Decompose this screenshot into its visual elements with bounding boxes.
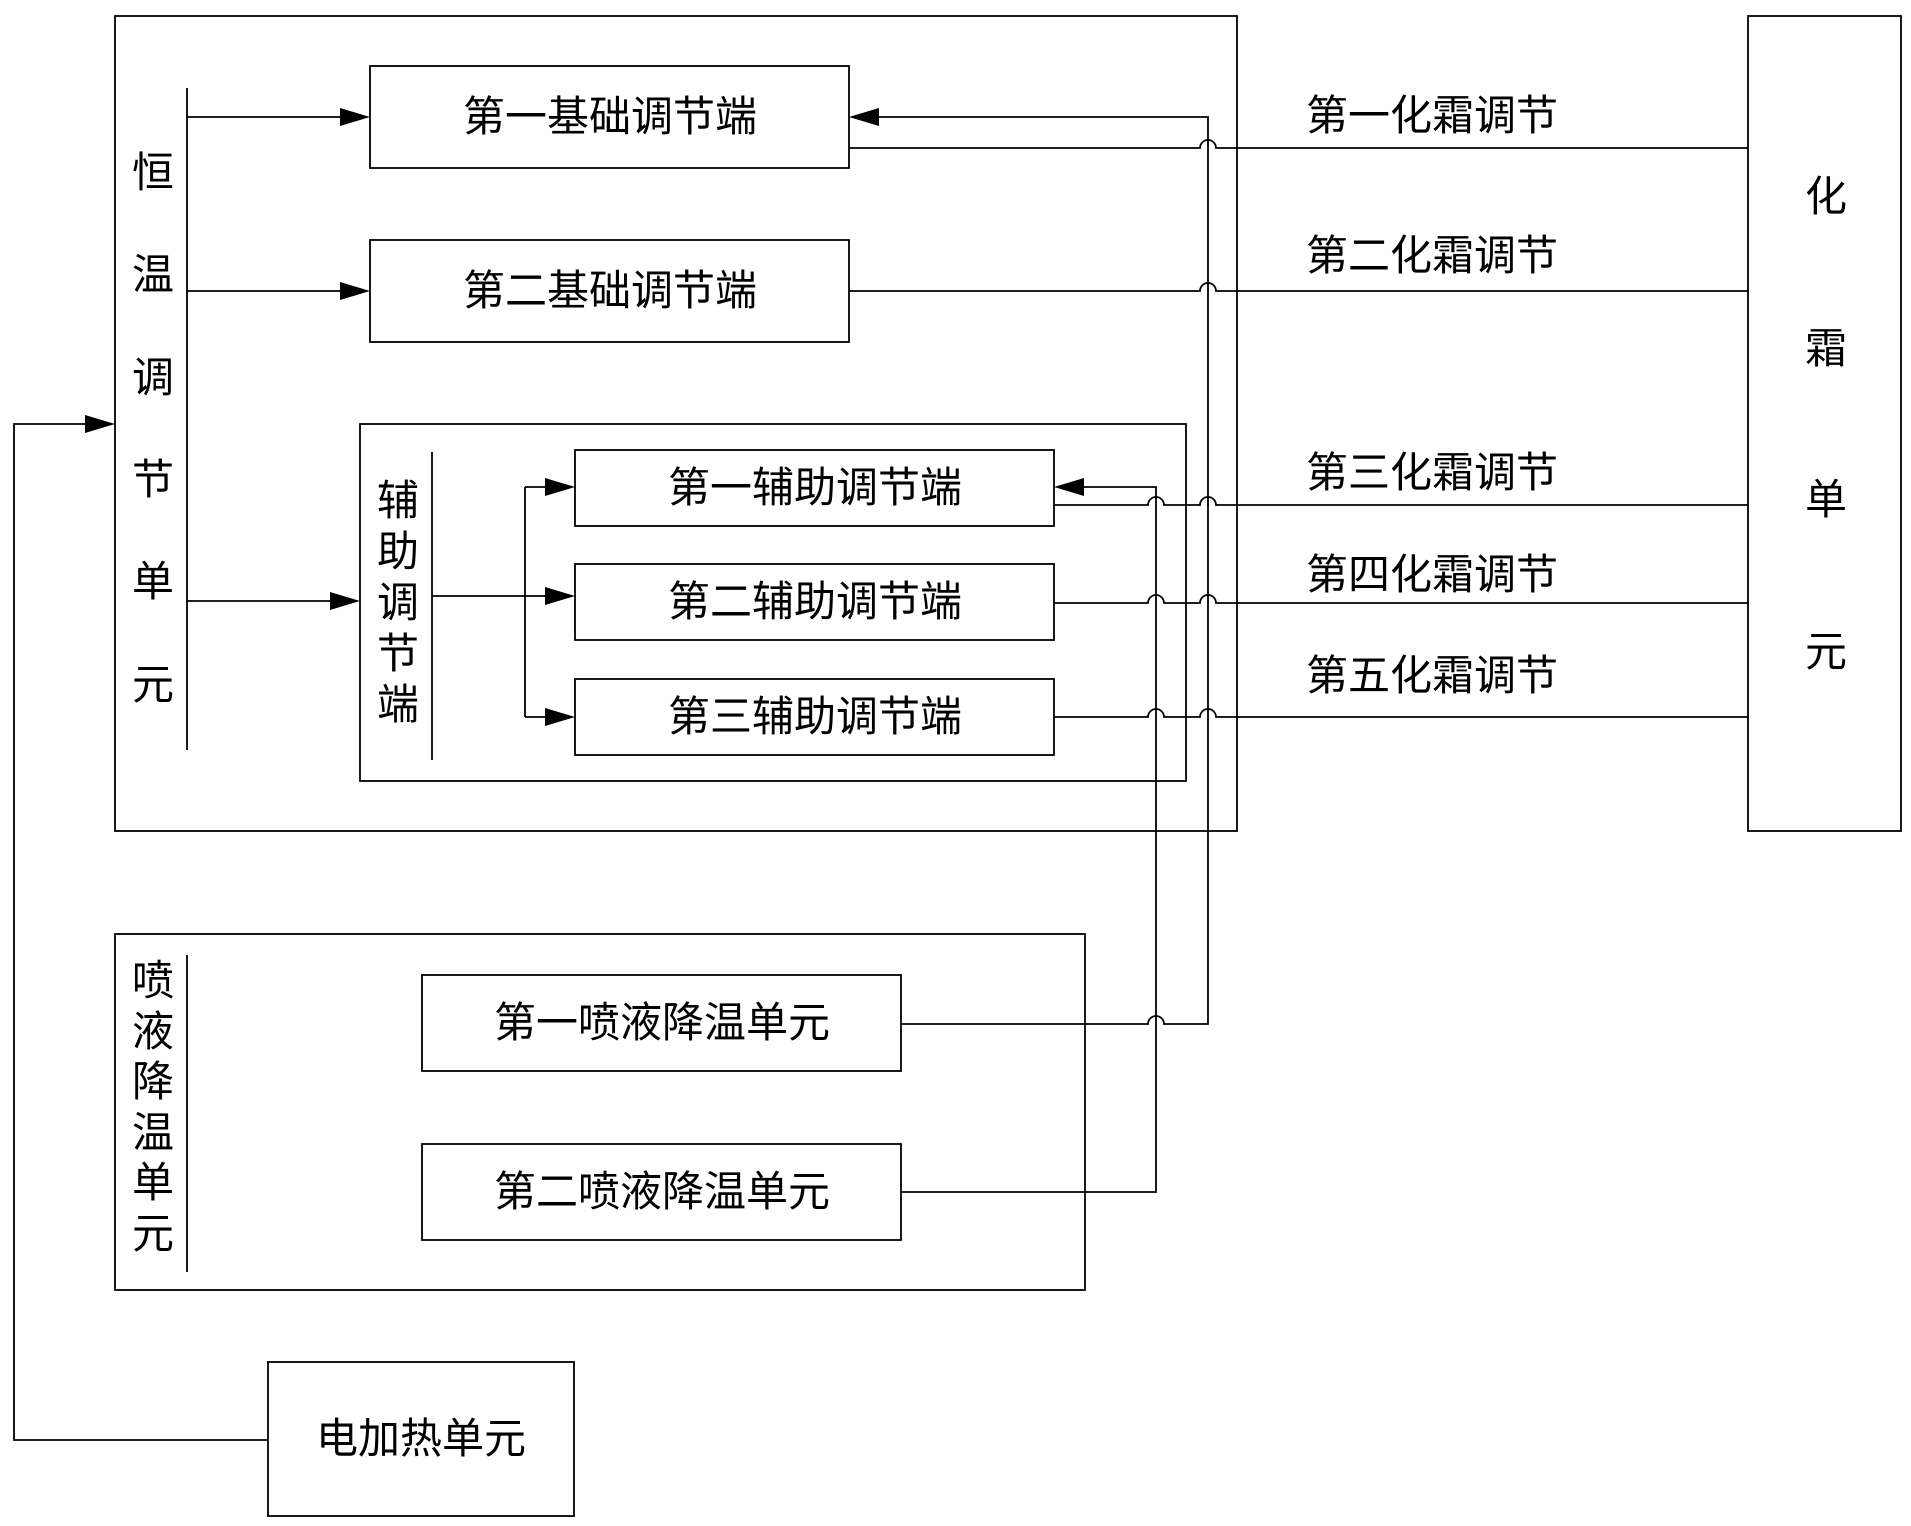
svg-text:节: 节 — [377, 629, 419, 678]
first-base-port-text: 第一基础调节端 — [463, 92, 757, 141]
defrost-line-3-label: 第三化霜调节 — [1306, 448, 1558, 497]
spray-feedback-1 — [875, 117, 1208, 1024]
svg-text:单: 单 — [1805, 475, 1847, 524]
first-aux-port-text: 第一辅助调节端 — [668, 463, 962, 512]
svg-text:温: 温 — [132, 250, 174, 299]
defrost-unit-box — [1748, 16, 1901, 831]
svg-text:调: 调 — [377, 578, 419, 627]
defrost-line-4-label: 第四化霜调节 — [1306, 550, 1558, 599]
arrowhead-electric-heating — [85, 415, 115, 433]
defrost-line-2 — [849, 283, 1748, 291]
second-aux-port-text: 第二辅助调节端 — [668, 577, 962, 626]
first-spray-text: 第一喷液降温单元 — [494, 998, 830, 1047]
defrost-line-2-label: 第二化霜调节 — [1306, 231, 1558, 280]
svg-text:喷: 喷 — [132, 956, 174, 1005]
arrowhead-third-aux — [545, 708, 575, 726]
svg-text:节: 节 — [132, 455, 174, 504]
second-base-port-text: 第二基础调节端 — [463, 266, 757, 315]
svg-text:辅: 辅 — [377, 476, 419, 525]
spray-cooling-unit-box — [115, 934, 1085, 1290]
svg-text:端: 端 — [377, 680, 419, 729]
svg-text:调: 调 — [132, 353, 174, 402]
arrowhead-second-aux — [545, 587, 575, 605]
spray-cooling-unit-label: 喷 液 降 温 单 元 — [132, 956, 174, 1258]
constant-temp-unit-label: 恒 温 调 节 单 元 — [132, 148, 174, 709]
arrowhead-first-base — [340, 108, 370, 126]
arrowhead-spray-feedback-1 — [849, 108, 879, 126]
svg-text:元: 元 — [132, 1209, 174, 1258]
defrost-line-3 — [1054, 497, 1748, 505]
electric-heating-text: 电加热单元 — [316, 1414, 526, 1463]
arrowhead-second-base — [340, 282, 370, 300]
defrost-line-5 — [1054, 709, 1748, 717]
svg-text:恒: 恒 — [132, 148, 174, 197]
svg-text:温: 温 — [132, 1108, 174, 1157]
defrost-line-1 — [849, 140, 1748, 148]
svg-text:降: 降 — [132, 1057, 174, 1106]
defrost-line-5-label: 第五化霜调节 — [1306, 651, 1558, 700]
svg-text:液: 液 — [132, 1007, 174, 1056]
second-spray-text: 第二喷液降温单元 — [494, 1167, 830, 1216]
svg-text:单: 单 — [132, 1158, 174, 1207]
third-aux-port-text: 第三辅助调节端 — [668, 692, 962, 741]
aux-port-label: 辅 助 调 节 端 — [377, 476, 419, 729]
svg-text:单: 单 — [132, 557, 174, 606]
arrowhead-first-aux — [545, 478, 575, 496]
defrost-line-1-label: 第一化霜调节 — [1306, 91, 1558, 140]
arrowhead-aux-box — [330, 592, 360, 610]
svg-text:助: 助 — [377, 527, 419, 576]
defrost-unit-label: 化 霜 单 元 — [1805, 172, 1847, 676]
svg-text:元: 元 — [132, 660, 174, 709]
arrowhead-spray-feedback-2 — [1054, 478, 1084, 496]
svg-text:霜: 霜 — [1805, 324, 1847, 373]
svg-text:化: 化 — [1805, 172, 1847, 221]
svg-text:元: 元 — [1805, 627, 1847, 676]
